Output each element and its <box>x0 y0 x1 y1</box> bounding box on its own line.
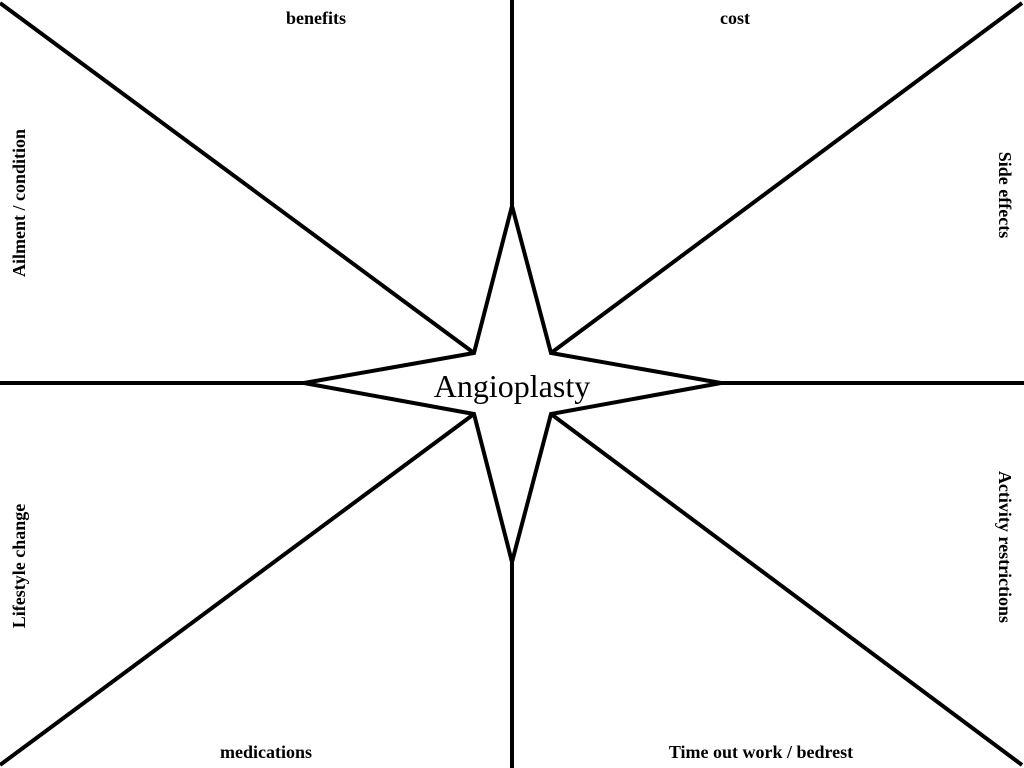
divider-diagonal-bottom-right <box>549 412 1024 767</box>
label-side-effects: Side effects <box>995 152 1015 238</box>
center-star <box>303 198 722 570</box>
label-lifestyle-change: Lifestyle change <box>9 504 29 628</box>
label-benefits: benefits <box>286 8 346 28</box>
label-time-out-work: Time out work / bedrest <box>669 742 853 762</box>
center-title: Angioplasty <box>434 368 590 404</box>
label-cost: cost <box>720 8 750 28</box>
label-activity-restrictions: Activity restrictions <box>995 471 1015 623</box>
divider-diagonal-bottom-left <box>0 412 476 767</box>
divider-diagonal-top-left <box>0 1 476 355</box>
label-medications: medications <box>220 742 312 762</box>
label-ailment-condition: Ailment / condition <box>9 129 29 277</box>
divider-diagonal-top-right <box>549 1 1024 355</box>
